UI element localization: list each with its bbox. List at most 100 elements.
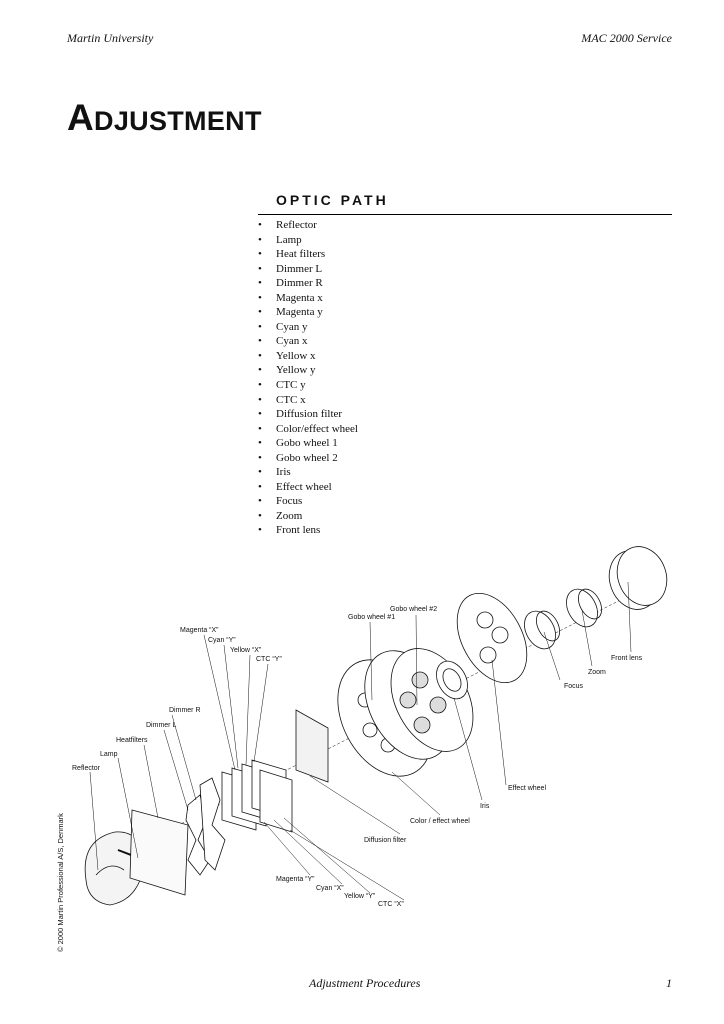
front-lens-part [608,546,668,610]
optic-path-item: • Diffusion filter [258,407,358,422]
footer-chapter: Adjustment Procedures [309,976,421,990]
focus-part [524,610,560,650]
optic-path-item: • CTC x [258,393,358,408]
optic-path-item-label: Magenta y [276,306,323,319]
label-lamp: Lamp [100,751,118,758]
section-title: OPTIC PATH [276,192,389,208]
label-ctc-y: CTC “Y” [256,656,282,663]
optic-path-item-label: Yellow x [276,349,316,362]
label-diffusion-filter: Diffusion filter [364,837,407,844]
optic-path-item: • Yellow x [258,349,358,364]
optic-path-item: • Magenta y [258,305,358,320]
iris-part [436,660,468,700]
bullet-marker: • [258,524,262,537]
optic-path-item-label: Color/effect wheel [276,422,358,435]
reflector-part [84,831,146,906]
optic-path-item-label: Effect wheel [276,480,332,493]
optic-path-item-label: Yellow y [276,364,316,377]
label-iris: Iris [480,803,490,810]
zoom-part [566,588,602,628]
optic-path-item-label: Reflector [276,219,317,231]
optic-path-item: • Cyan x [258,334,358,349]
label-magenta-y: Magenta “Y” [276,876,315,883]
bullet-marker: • [258,248,262,261]
optic-path-item-label: Iris [276,466,291,479]
optic-path-diagram: Gobo wheel #2 Gobo wheel #1 Magenta “X” … [72,546,668,908]
bullet-marker: • [258,306,262,319]
optic-path-item: • Yellow y [258,363,358,378]
effect-wheel-part [456,592,528,684]
copyright-notice: © 2000 Martin Professional A/S, Denmark [56,813,65,952]
bullet-marker: • [258,320,262,333]
bullet-marker: • [258,408,262,421]
label-leader-lines [89,581,632,901]
page-title-initial: A [67,97,95,138]
optic-path-item-label: Dimmer R [276,277,323,290]
optic-path-item: • Magenta x [258,291,358,306]
bullet-marker: • [258,349,262,362]
optic-path-item-label: Heat filters [276,248,326,261]
label-gobo-wheel-1: Gobo wheel #1 [348,614,395,621]
optic-path-item-label: Front lens [276,524,321,537]
label-magenta-x: Magenta “X” [180,627,219,634]
page-title-rest: DJUSTMENT [94,106,262,136]
page-number: 1 [666,976,672,990]
optic-path-item-label: Diffusion filter [276,408,343,421]
bullet-marker: • [258,451,262,464]
bullet-marker: • [258,495,262,508]
optic-path-item: • Cyan y [258,320,358,335]
color-flag-parts [221,759,293,833]
optic-path-item-label: Magenta x [276,291,323,304]
bullet-marker: • [258,379,262,392]
optic-path-item-label: Lamp [276,233,302,246]
label-dimmer-l: Dimmer L [146,722,176,729]
bullet-marker: • [258,437,262,450]
label-heatfilters: Heatfilters [116,737,148,744]
optic-path-item: •Lamp [258,233,358,248]
optic-path-item-label: Dimmer L [276,262,323,275]
label-ctc-x: CTC “X” [378,901,404,908]
label-color-effect-wheel: Color / effect wheel [410,818,470,825]
bullet-marker: • [258,219,262,231]
label-zoom: Zoom [588,669,606,676]
optic-path-item-label: Zoom [276,509,303,522]
heat-filter-part [129,809,189,896]
section-rule [258,214,672,215]
optic-path-item: • Front lens [258,523,358,538]
optic-path-item: •Gobo wheel 1 [258,436,358,451]
bullet-marker: • [258,480,262,493]
optic-path-item: • Dimmer R [258,276,358,291]
bullet-marker: • [258,509,262,522]
page-title: ADJUSTMENT [67,97,262,139]
label-focus: Focus [564,683,584,690]
optic-path-item: • CTC y [258,378,358,393]
diagram-labels: Gobo wheel #2 Gobo wheel #1 Magenta “X” … [72,606,643,908]
bullet-marker: • [258,335,262,348]
running-header-left: Martin University [67,31,154,45]
dimmer-parts [185,777,226,876]
label-front-lens: Front lens [611,655,643,662]
bullet-marker: • [258,466,262,479]
label-effect-wheel: Effect wheel [508,785,546,792]
bullet-marker: • [258,277,262,290]
label-yellow-y: Yellow “Y” [344,893,376,900]
optic-path-item: • Color/effect wheel [258,422,358,437]
optic-path-item: •Focus [258,494,358,509]
optic-path-item-label: Cyan y [276,320,308,333]
bullet-marker: • [258,393,262,406]
optic-path-item: • Heat filters [258,247,358,262]
bullet-marker: • [258,422,262,435]
label-reflector: Reflector [72,765,101,772]
optic-path-item-label: Cyan x [276,335,308,348]
optic-path-item-label: CTC y [276,379,306,392]
label-gobo-wheel-2: Gobo wheel #2 [390,606,437,613]
optic-path-item-label: Gobo wheel 2 [276,451,338,464]
optic-path-item: • Gobo wheel 2 [258,451,358,466]
bullet-marker: • [258,262,262,275]
label-dimmer-r: Dimmer R [169,707,201,714]
bullet-marker: • [258,291,262,304]
optic-path-item-label: CTC x [276,393,306,406]
bullet-marker: • [258,364,262,377]
optic-path-item: • Reflector [258,218,358,233]
diffusion-filter-part [295,709,329,783]
